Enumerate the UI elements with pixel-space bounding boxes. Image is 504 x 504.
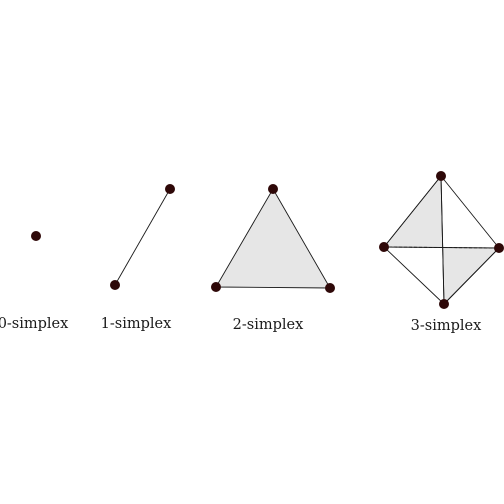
three-simplex-vertex-top <box>436 171 446 181</box>
three-simplex-label: 3-simplex <box>411 318 482 334</box>
three-simplex-vertex-bottom <box>439 299 449 309</box>
three-simplex-hidden-edge <box>383 246 500 249</box>
zero-simplex-vertex <box>31 231 41 241</box>
three-simplex-vertex-right <box>494 243 504 253</box>
one-simplex: 1-simplex <box>101 184 175 332</box>
three-simplex-front-edge <box>440 175 445 305</box>
two-simplex-face <box>215 188 331 289</box>
two-simplex-vertex-top <box>268 184 278 194</box>
zero-simplex-label: 0-simplex <box>0 316 68 332</box>
one-simplex-vertex-b <box>165 184 175 194</box>
two-simplex: 2-simplex <box>211 184 335 333</box>
three-simplex: 3-simplex <box>379 171 504 334</box>
three-simplex-vertex-left <box>379 242 389 252</box>
two-simplex-vertex-left <box>211 282 221 292</box>
zero-simplex: 0-simplex <box>0 231 68 332</box>
one-simplex-edge <box>114 188 171 286</box>
two-simplex-label: 2-simplex <box>233 317 304 333</box>
one-simplex-vertex-a <box>110 280 120 290</box>
two-simplex-vertex-right <box>325 283 335 293</box>
one-simplex-label: 1-simplex <box>101 316 172 332</box>
